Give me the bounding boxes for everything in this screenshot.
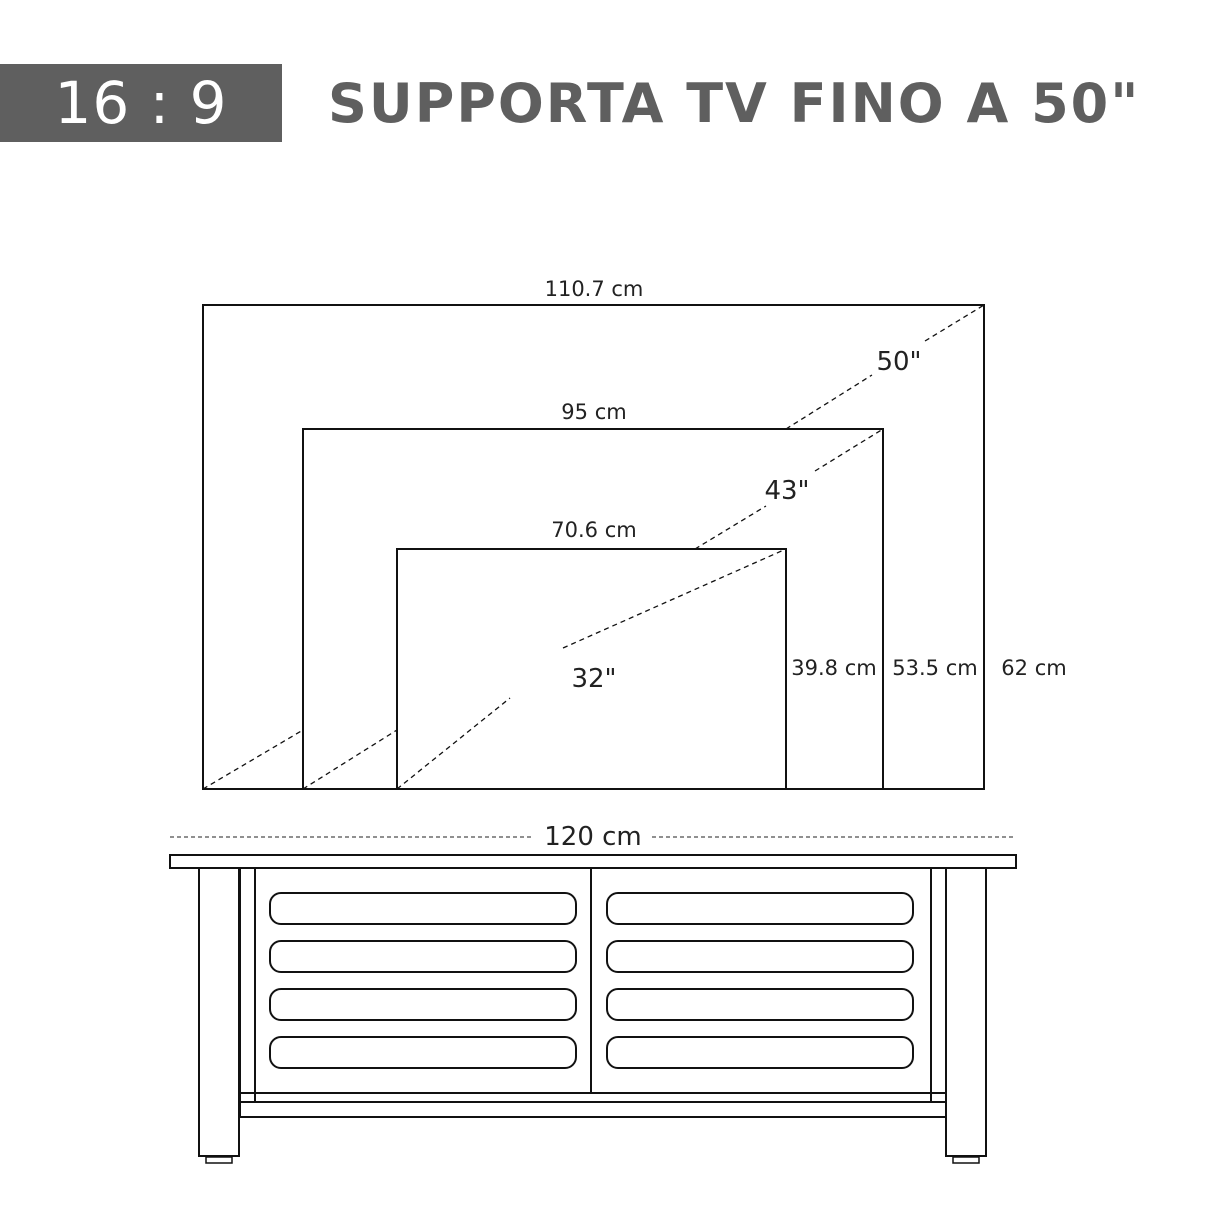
- stand-leg-left: [198, 867, 240, 1157]
- door-slot: [269, 892, 577, 925]
- stand-leg-right: [945, 867, 987, 1157]
- tv-32-height-label: 39.8 cm: [791, 656, 876, 680]
- stand-width-label: 120 cm: [544, 822, 642, 852]
- door-slot: [606, 892, 914, 925]
- tv-stand: [169, 854, 1017, 1164]
- stand-foot-left: [205, 1156, 233, 1164]
- door-slot: [269, 940, 577, 973]
- door-slot: [606, 1036, 914, 1069]
- tv-50-height-label: 62 cm: [1001, 656, 1066, 680]
- tv-43-width-label: 95 cm: [561, 400, 626, 424]
- tv-outline-50: [202, 304, 985, 790]
- page-title: SUPPORTA TV FINO A 50": [328, 71, 1141, 135]
- door-slot: [269, 988, 577, 1021]
- door-slot: [606, 940, 914, 973]
- tv-32-diagonal-label: 32": [571, 664, 616, 694]
- stand-door-panel: [254, 867, 932, 1094]
- stand-bottom-rail: [239, 1101, 947, 1118]
- tv-outline-32: [396, 548, 787, 790]
- tv-50-diagonal-label: 50": [876, 347, 921, 377]
- tv-43-diagonal-label: 43": [764, 476, 809, 506]
- stand-foot-right: [952, 1156, 980, 1164]
- tv-50-width-label: 110.7 cm: [545, 277, 644, 301]
- aspect-ratio-badge: 16 : 9: [0, 64, 282, 142]
- tv-32-width-label: 70.6 cm: [551, 518, 636, 542]
- tv-43-height-label: 53.5 cm: [892, 656, 977, 680]
- stand-top: [169, 854, 1017, 869]
- door-slot: [269, 1036, 577, 1069]
- door-slot: [606, 988, 914, 1021]
